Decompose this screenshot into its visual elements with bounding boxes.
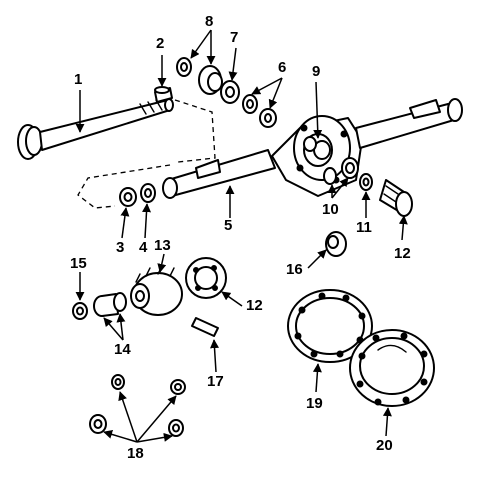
ring-spacer-12 xyxy=(185,257,227,299)
callout-5: 5 xyxy=(224,217,233,234)
carrier-bearing-9 xyxy=(303,136,331,160)
callout-20: 20 xyxy=(376,437,393,454)
differential-cover-20 xyxy=(349,329,435,407)
cross-pin-17 xyxy=(191,317,219,337)
washer-11 xyxy=(359,173,373,191)
callout-8: 8 xyxy=(205,13,214,30)
callout-1: 1 xyxy=(74,71,83,88)
washer-14 xyxy=(93,292,127,317)
plug-16 xyxy=(325,231,347,257)
spacer-3 xyxy=(119,187,137,207)
callout-4: 4 xyxy=(139,239,148,256)
pinion-bearing-stack xyxy=(176,57,277,128)
callout-15: 15 xyxy=(70,255,87,272)
callout-17: 17 xyxy=(207,373,224,390)
callout-13: 13 xyxy=(154,237,171,254)
bearing-2 xyxy=(154,86,173,103)
callout-12-pinion-yoke: 12 xyxy=(394,245,411,262)
shim-4 xyxy=(140,183,156,203)
dashed-shaft-outline xyxy=(77,99,216,209)
axle-shaft xyxy=(17,98,174,160)
callout-6: 6 xyxy=(278,59,287,76)
callout-7: 7 xyxy=(230,29,239,46)
leader-lines xyxy=(75,29,408,443)
callout-14: 14 xyxy=(114,341,131,358)
callout-10: 10 xyxy=(322,201,339,218)
callout-11: 11 xyxy=(356,219,372,236)
pinion-gear-13 xyxy=(130,265,183,316)
bearing-seal-10 xyxy=(323,157,359,185)
callout-12-ring-spacer: 12 xyxy=(246,297,263,314)
callout-19: 19 xyxy=(306,395,323,412)
pinion-yoke-12 xyxy=(379,179,413,217)
bolts-18 xyxy=(89,374,186,437)
callout-2: 2 xyxy=(156,35,165,52)
callout-9: 9 xyxy=(312,63,321,80)
callout-16: 16 xyxy=(286,261,303,278)
nut-15 xyxy=(72,302,88,320)
callout-3: 3 xyxy=(116,239,125,256)
callout-18: 18 xyxy=(127,445,144,462)
